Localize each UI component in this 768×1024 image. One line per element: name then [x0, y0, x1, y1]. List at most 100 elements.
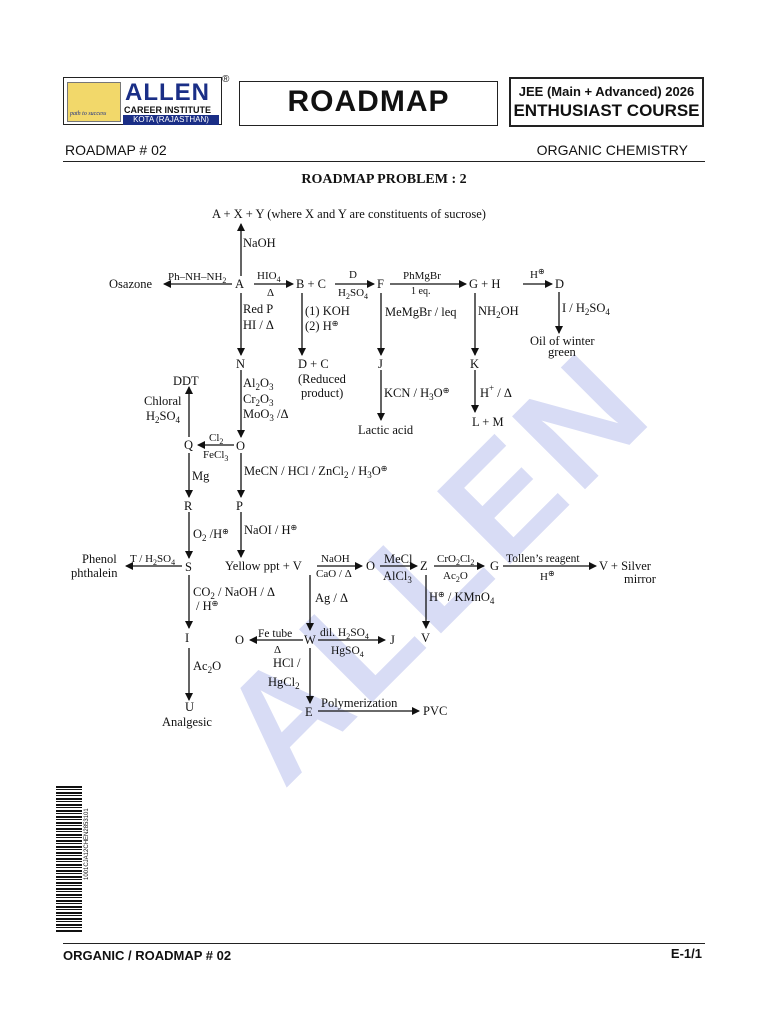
- label-tollens: Tollen’s reagent: [506, 553, 580, 565]
- label-mg: Mg: [192, 469, 210, 483]
- node-bc: B + C: [296, 277, 326, 291]
- label-delta-1: Δ: [267, 287, 274, 299]
- node-oil-green: green: [548, 345, 577, 359]
- label-o2-h: O2 /H⊕: [193, 527, 229, 543]
- node-v: V: [421, 631, 430, 645]
- label-h2so4-2: H2SO4: [146, 409, 181, 425]
- label-cro2cl2: CrO2Cl2: [437, 553, 474, 567]
- label-fe-tube: Fe tube: [258, 628, 292, 640]
- node-p: P: [236, 499, 243, 513]
- label-cao: CaO / Δ: [316, 568, 352, 580]
- label-hi: HI / Δ: [243, 318, 274, 332]
- label-h-plus-3: H⊕: [540, 569, 555, 583]
- label-ag: Ag / Δ: [315, 591, 348, 605]
- label-hgso4: HgSO4: [331, 645, 364, 659]
- problem-title: ROADMAP PROBLEM : 2: [301, 172, 467, 187]
- label-one-eq: 1 eq.: [411, 286, 430, 297]
- node-lm: L + M: [472, 415, 504, 429]
- label-cr2o3: Cr2O3: [243, 392, 274, 408]
- label-phnhnh2: Ph–NH–NH2: [168, 271, 226, 285]
- label-phmgbr: PhMgBr: [403, 270, 441, 282]
- node-oil-winter: Oil of winter: [530, 334, 595, 348]
- label-fecl3: FeCl3: [203, 449, 228, 463]
- label-h-plus-2: (2) H⊕: [305, 319, 338, 333]
- node-d: D: [555, 277, 564, 291]
- node-u: U: [185, 700, 194, 714]
- node-q: Q: [184, 438, 193, 452]
- label-hgcl2: HgCl2: [268, 675, 300, 691]
- label-red-p: Red P: [243, 302, 273, 316]
- node-osazone: Osazone: [109, 277, 152, 291]
- label-h-delta: H+ / Δ: [480, 383, 512, 400]
- node-e: E: [305, 705, 313, 719]
- node-k: K: [470, 357, 479, 371]
- label-naoi: NaOI / H⊕: [244, 523, 297, 537]
- node-ddt: DDT: [173, 374, 199, 388]
- node-lactic-acid: Lactic acid: [358, 423, 414, 437]
- node-mirror: mirror: [624, 572, 657, 586]
- node-phthalein: phthalein: [71, 566, 118, 580]
- logo-name: ALLEN: [125, 79, 210, 106]
- node-w: W: [304, 633, 316, 647]
- roadmap-number: ROADMAP # 02: [65, 142, 167, 158]
- node-s: S: [185, 560, 192, 574]
- label-co2: CO2 / NaOH / Δ: [193, 585, 275, 601]
- node-i: I: [185, 631, 189, 645]
- label-h-plus-1: H⊕: [530, 267, 545, 281]
- node-reduced-1: (Reduced: [298, 372, 347, 386]
- node-o-2: O: [366, 559, 375, 573]
- label-moo3: MoO3 /Δ: [243, 407, 289, 423]
- label-naoh: NaOH: [243, 236, 276, 250]
- label-ac2o-2: Ac2O: [193, 659, 221, 675]
- node-analgesic: Analgesic: [162, 715, 212, 729]
- node-j: J: [378, 357, 383, 371]
- footer-right: E-1/1: [670, 946, 702, 961]
- node-n: N: [236, 357, 245, 371]
- label-kcn: KCN / H3O⊕: [384, 386, 449, 402]
- label-polymerization: Polymerization: [321, 696, 398, 710]
- label-al2o3: Al2O3: [243, 376, 274, 392]
- subject-label: ORGANIC CHEMISTRY: [536, 142, 688, 158]
- footer-divider: [63, 943, 705, 944]
- label-kmno4: H⊕ / KMnO4: [429, 590, 495, 606]
- registered-mark: ®: [222, 74, 230, 85]
- label-ac2o: Ac2O: [443, 570, 468, 584]
- label-hio4: HIO4: [257, 270, 281, 284]
- top-equation: A + X + Y (where X and Y are constituent…: [212, 207, 486, 221]
- node-z: Z: [420, 559, 428, 573]
- node-gh: G + H: [469, 277, 500, 291]
- node-r: R: [184, 499, 193, 513]
- label-i-h2so4: I / H2SO4: [562, 301, 610, 317]
- node-phenol: Phenol: [82, 552, 117, 566]
- label-memgbr: MeMgBr / leq: [385, 305, 457, 319]
- label-chloral: Chloral: [144, 394, 182, 408]
- label-mecn: MeCN / HCl / ZnCl2 / H3O⊕: [244, 464, 388, 480]
- label-naoh-2: NaOH: [321, 553, 350, 565]
- node-g-2: G: [490, 559, 499, 573]
- node-reduced-2: product): [301, 386, 343, 400]
- node-pvc: PVC: [423, 704, 447, 718]
- label-dil-h2so4: dil. H2SO4: [320, 627, 369, 641]
- label-mecl: MeCl: [384, 552, 413, 566]
- label-co2-h: / H⊕: [196, 599, 218, 613]
- allen-logo: path to success ALLEN CAREER INSTITUTE K…: [63, 77, 222, 125]
- logo-subtitle: CAREER INSTITUTE: [124, 105, 212, 115]
- label-d-reagent: D: [349, 269, 357, 281]
- node-v-silver: V + Silver: [599, 559, 652, 573]
- owl-icon: [67, 82, 121, 122]
- label-hcl: HCl /: [273, 656, 301, 670]
- label-nh2oh: NH2OH: [478, 304, 519, 320]
- node-dc: D + C: [298, 357, 329, 371]
- label-t-h2so4: T / H2SO4: [130, 553, 175, 567]
- node-f: F: [377, 277, 384, 291]
- page-title: ROADMAP: [287, 85, 450, 118]
- course-line-2: ENTHUSIAST COURSE: [513, 101, 700, 120]
- title-box: ROADMAP: [239, 81, 498, 126]
- label-h2so4-1: H2SO4: [338, 287, 368, 301]
- label-koh: (1) KOH: [305, 304, 350, 318]
- barcode: [56, 786, 82, 932]
- label-delta-2: Δ: [274, 644, 281, 656]
- node-o-3: O: [235, 633, 244, 647]
- node-yellow-ppt: Yellow ppt + V: [225, 559, 302, 573]
